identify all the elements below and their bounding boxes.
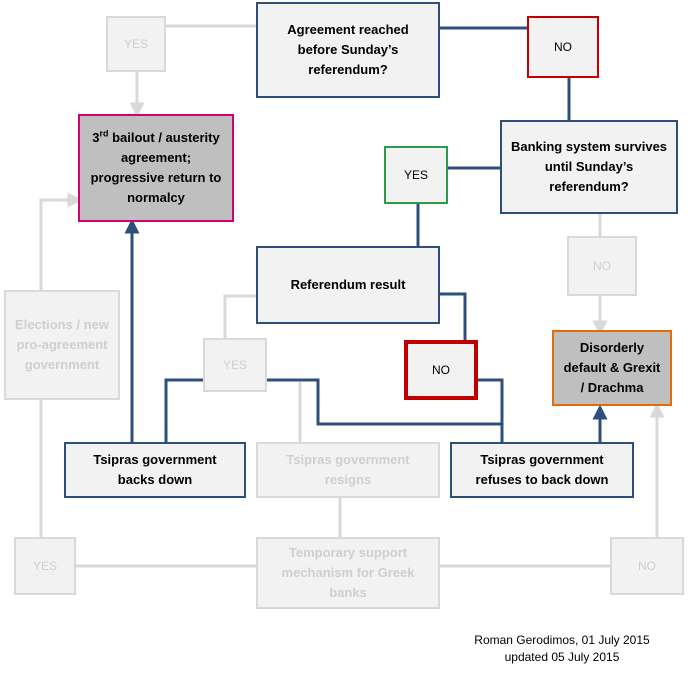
line-referendum-to-yes-faint xyxy=(223,294,258,340)
line-no-red-to-refuses xyxy=(478,378,504,424)
yes-green-label: YES xyxy=(403,168,428,182)
banking-question-box: Banking system survives until Sunday’s r… xyxy=(500,120,678,214)
no-top-box: NO xyxy=(527,16,599,78)
tsipras-refuses-label: Tsipras government refuses to back down xyxy=(475,452,609,487)
yes-faint-mid-box: YES xyxy=(203,338,267,392)
author-credit: Roman Gerodimos, 01 July 2015 updated 05… xyxy=(452,632,672,666)
tsipras-resigns-label: Tsipras government resigns xyxy=(286,452,410,487)
no-faint-bottom-label: NO xyxy=(638,559,656,573)
tsipras-resigns-box: Tsipras government resigns xyxy=(256,442,440,498)
banking-question-label: Banking system survives until Sunday’s r… xyxy=(510,139,668,194)
agreement-question-box: Agreement reached before Sunday’s refere… xyxy=(256,2,440,98)
no-red-thick-box: NO xyxy=(404,340,478,400)
bailout-outcome-label: 3rd bailout / austerity agreement; progr… xyxy=(90,128,222,205)
line-referendum-to-no-red xyxy=(438,292,467,340)
credit-line-1: Roman Gerodimos, 01 July 2015 xyxy=(474,633,650,647)
grexit-outcome-box: Disorderly default & Grexit / Drachma xyxy=(552,330,672,406)
no-faint-mid-box: NO xyxy=(567,236,637,296)
tsipras-refuses-box: Tsipras government refuses to back down xyxy=(450,442,634,498)
bailout-outcome-box: 3rd bailout / austerity agreement; progr… xyxy=(78,114,234,222)
temp-support-box: Temporary support mechanism for Greek ba… xyxy=(256,537,440,609)
temp-support-label: Temporary support mechanism for Greek ba… xyxy=(281,545,415,600)
tsipras-backs-down-label: Tsipras government backs down xyxy=(93,452,217,487)
referendum-result-label: Referendum result xyxy=(290,277,406,292)
yes-faint-bottom-box: YES xyxy=(14,537,76,595)
no-faint-bottom-box: NO xyxy=(610,537,684,595)
grexit-outcome-label: Disorderly default & Grexit / Drachma xyxy=(563,340,661,395)
line-yes-faint-to-refuses xyxy=(266,378,504,442)
credit-line-2: updated 05 July 2015 xyxy=(504,650,620,664)
elections-box: Elections / new pro-agreement government xyxy=(4,290,120,400)
agreement-question-label: Agreement reached before Sunday’s refere… xyxy=(287,22,409,77)
line-elections-to-bailout xyxy=(39,192,83,290)
no-top-label: NO xyxy=(554,40,572,54)
yes-faint-bottom-label: YES xyxy=(32,559,57,573)
elections-label: Elections / new pro-agreement government xyxy=(15,317,109,372)
yes-faint-top-box: YES xyxy=(106,16,166,72)
tsipras-backs-down-box: Tsipras government backs down xyxy=(64,442,246,498)
referendum-result-box: Referendum result xyxy=(256,246,440,324)
yes-green-box: YES xyxy=(384,146,448,204)
no-faint-mid-label: NO xyxy=(593,259,611,273)
yes-faint-top-label: YES xyxy=(123,37,148,51)
no-red-thick-label: NO xyxy=(432,363,450,377)
yes-faint-mid-label: YES xyxy=(222,358,247,372)
